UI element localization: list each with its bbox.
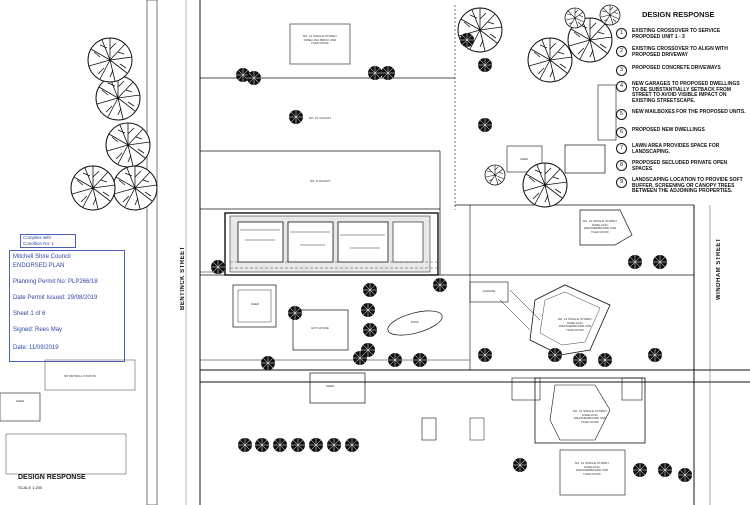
legend-text: EXISTING CROSSOVER TO ALIGN WITH PROPOSE… bbox=[632, 46, 728, 58]
complies-line: Complies with bbox=[23, 235, 52, 240]
legend-text: EXISTING CROSSOVER TO SERVICE PROPOSED U… bbox=[632, 28, 721, 40]
shed-label: SHED bbox=[250, 302, 260, 306]
legend-heading: DESIGN RESPONSE bbox=[642, 10, 715, 19]
legend-text: LAWN AREA PROVIDES SPACE FOR LANDSCAPING… bbox=[632, 143, 720, 155]
endorsed-status: ENDORSED PLAN bbox=[13, 263, 65, 269]
drawing-title: DESIGN RESPONSE bbox=[18, 474, 86, 481]
legend-text: PROPOSED NEW DWELLINGS bbox=[632, 127, 705, 133]
legend-number: 9 bbox=[616, 177, 627, 188]
legend-text: NEW MAILBOXES FOR THE PROPOSED UNITS. bbox=[632, 109, 746, 115]
complies-condition: Condition No: 1 bbox=[23, 240, 55, 246]
endorsed-date: Date: 11/09/2019 bbox=[13, 345, 59, 351]
signed-by: Signed: Rees May bbox=[13, 327, 63, 333]
pool-label: POOL bbox=[410, 320, 420, 324]
legend-text: LANDSCAPING LOCATION TO PROVIDE SOFT BUF… bbox=[632, 177, 743, 195]
neighbour-dwelling-label: NO. 21 SINGLE STOREY DWELLING WEATHERBOA… bbox=[582, 219, 618, 234]
shed-label: SHED bbox=[519, 157, 529, 161]
date-permit-issued: Date Permit Issued: 29/08/2019 bbox=[13, 295, 98, 301]
legend-number: 1 bbox=[616, 28, 627, 39]
shed-label: SHED bbox=[325, 384, 335, 388]
legend-number: 8 bbox=[616, 160, 627, 171]
legend-text: PROPOSED SECLUDED PRIVATE OPEN SPACES bbox=[632, 160, 728, 172]
legend-number: 3 bbox=[616, 65, 627, 76]
legend-number: 5 bbox=[616, 109, 627, 120]
design-response-legend: DESIGN RESPONSE 1 EXISTING CROSSOVER TO S… bbox=[612, 6, 746, 206]
bentinck-street-label: BENTINCK STREET bbox=[180, 246, 186, 310]
station-label: SP PETROLL STATION bbox=[64, 374, 96, 378]
neighbour-dwelling-label: NO. 14 SINGLE STOREY DWELLING BRICK AND … bbox=[302, 34, 338, 46]
endorsement-stamp: Mitchell Shire Council ENDORSED PLAN Pla… bbox=[9, 250, 125, 362]
vacant-lot-label: NO. 8 VACANT bbox=[309, 179, 331, 183]
hot-house-label: HOT HOUSE bbox=[311, 326, 329, 330]
legend-number: 6 bbox=[616, 127, 627, 138]
permit-number: Planning Permit No: PLP266/18 bbox=[13, 279, 98, 285]
sheet-number: Sheet 1 of 6 bbox=[13, 311, 46, 317]
legend-number: 2 bbox=[616, 46, 627, 57]
legend-text: NEW GARAGES TO PROPOSED DWELLINGS TO BE … bbox=[632, 81, 740, 104]
neighbour-dwelling-label: NO. 21 SINGLE STOREY DWELLING WEATHERBOA… bbox=[557, 317, 593, 332]
legend-text: PROPOSED CONCRETE DRIVEWAYS bbox=[632, 65, 721, 71]
neighbour-dwelling-label: NO. 21 SINGLE STOREY DWELLING WEATHERBOA… bbox=[574, 461, 610, 476]
complies-box: Complies with Condition No: 1 bbox=[20, 234, 76, 248]
legend-number: 7 bbox=[616, 143, 627, 154]
shed-label: SHED bbox=[15, 399, 25, 403]
council-name: Mitchell Shire Council bbox=[13, 254, 71, 260]
drawing-scale: SCALE 1:200 bbox=[18, 485, 43, 490]
vacant-lot-label: NO. 10 VACANT bbox=[308, 116, 332, 120]
neighbour-dwelling-label: NO. 21 SINGLE STOREY DWELLING WEATHERBOA… bbox=[572, 409, 608, 424]
legend-number: 4 bbox=[616, 81, 627, 92]
windham-street-label: WINDHAM STREET bbox=[716, 238, 722, 300]
garage-label: GARAGE bbox=[482, 289, 496, 293]
